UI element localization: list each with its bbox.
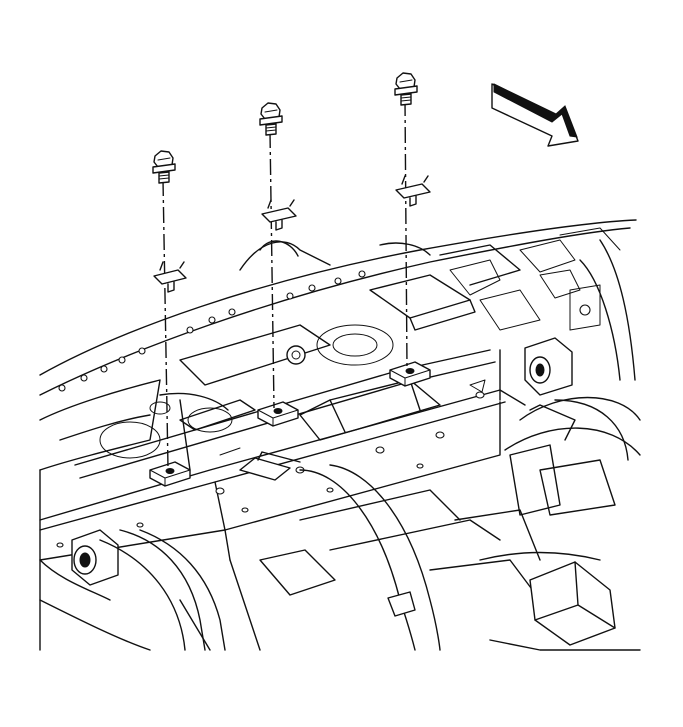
left-stopper [71,529,119,586]
body-structure [39,219,641,651]
bolt-middle [259,102,283,136]
view-direction-arrow [491,83,579,147]
pad-left [149,461,191,487]
seat-belt [299,464,441,651]
pad-middle [257,401,299,427]
bolts [152,72,418,184]
bolt-left [152,150,176,184]
rail-holes [56,391,485,548]
lower-right-bumper [529,561,616,646]
pad-right [389,361,431,387]
washers [153,175,431,293]
centerlines [162,99,408,469]
shelf-holes [58,270,366,392]
washer-left [153,261,187,293]
washer-right [395,175,431,207]
washer-middle [261,199,297,231]
pads [149,361,431,487]
bolt-right [394,72,418,106]
right-stopper [524,337,573,396]
